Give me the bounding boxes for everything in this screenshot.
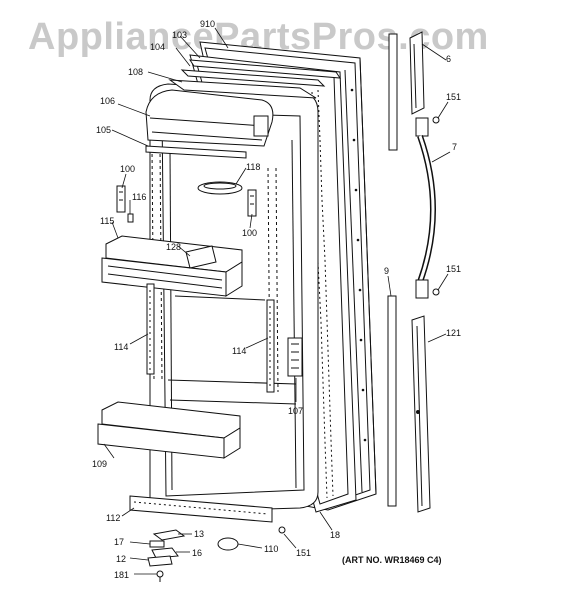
door-liner: [149, 83, 319, 513]
callout-110: 110: [264, 544, 278, 554]
callout-151-middle: 151: [446, 264, 461, 274]
callout-121: 121: [446, 328, 461, 338]
screw-151-top: [432, 116, 440, 124]
screw-151-bottom: [278, 526, 286, 534]
egg-tray: [197, 181, 243, 195]
callout-100-right: 100: [242, 228, 257, 238]
cam-110: [217, 537, 239, 551]
door-shelf-bin-lower: [97, 401, 241, 459]
callout-12: 12: [116, 554, 126, 564]
callout-16: 16: [192, 548, 202, 558]
callout-6: 6: [446, 54, 451, 64]
shelf-bracket-right: [247, 189, 257, 217]
callout-114-right: 114: [232, 346, 246, 356]
callout-116: 116: [132, 192, 146, 202]
art-number: (ART NO. WR18469 C4): [342, 555, 442, 565]
screw-151-middle: [432, 288, 440, 296]
shelf-bracket-left: [116, 185, 126, 213]
callout-115: 115: [100, 216, 114, 226]
callout-13: 13: [194, 529, 204, 539]
callout-128: 128: [166, 242, 181, 252]
shelf-support-right: [266, 299, 275, 393]
callout-151-top: 151: [446, 92, 461, 102]
callout-107: 107: [288, 406, 303, 416]
callout-108: 108: [128, 67, 143, 77]
door-stop: [287, 337, 303, 377]
handle-trim-top: [409, 31, 425, 115]
shelf-support-left: [146, 283, 155, 375]
screw-181: [156, 570, 164, 582]
door-handle: [415, 117, 436, 299]
callout-labels: 910 103 104 108 106 105 118 100 116 100 …: [92, 19, 461, 580]
callout-181: 181: [114, 570, 129, 580]
callout-103: 103: [172, 30, 187, 40]
top-trim-pieces: [168, 59, 341, 99]
callout-106: 106: [100, 96, 115, 106]
hinge-part-12: [147, 555, 173, 567]
callout-112: 112: [106, 513, 120, 523]
callout-109: 109: [92, 459, 107, 469]
dairy-compartment-door: [145, 89, 274, 147]
leader-lines: [103, 27, 451, 575]
shelf-front-rail: [145, 145, 247, 159]
callout-910: 910: [200, 19, 215, 29]
callout-114-left: 114: [114, 342, 128, 352]
callout-151-bottom: 151: [296, 548, 311, 558]
shelf-divider: [185, 245, 217, 269]
bottom-trim: [129, 495, 273, 523]
handle-trim-121: [411, 315, 431, 513]
callout-105: 105: [96, 125, 111, 135]
callout-104: 104: [150, 42, 165, 52]
callout-7: 7: [452, 142, 457, 152]
callout-18: 18: [330, 530, 340, 540]
callout-100-left: 100: [120, 164, 135, 174]
clip-116: [127, 213, 134, 223]
hinge-cover-13: [152, 529, 186, 541]
handle-end-cap-top: [388, 33, 398, 151]
callout-9: 9: [384, 266, 389, 276]
hinge-bushing-17: [149, 540, 165, 548]
handle-trim-bottom: [387, 295, 397, 507]
callout-118: 118: [246, 162, 260, 172]
hinge-part-16: [151, 547, 179, 559]
callout-17: 17: [114, 537, 124, 547]
